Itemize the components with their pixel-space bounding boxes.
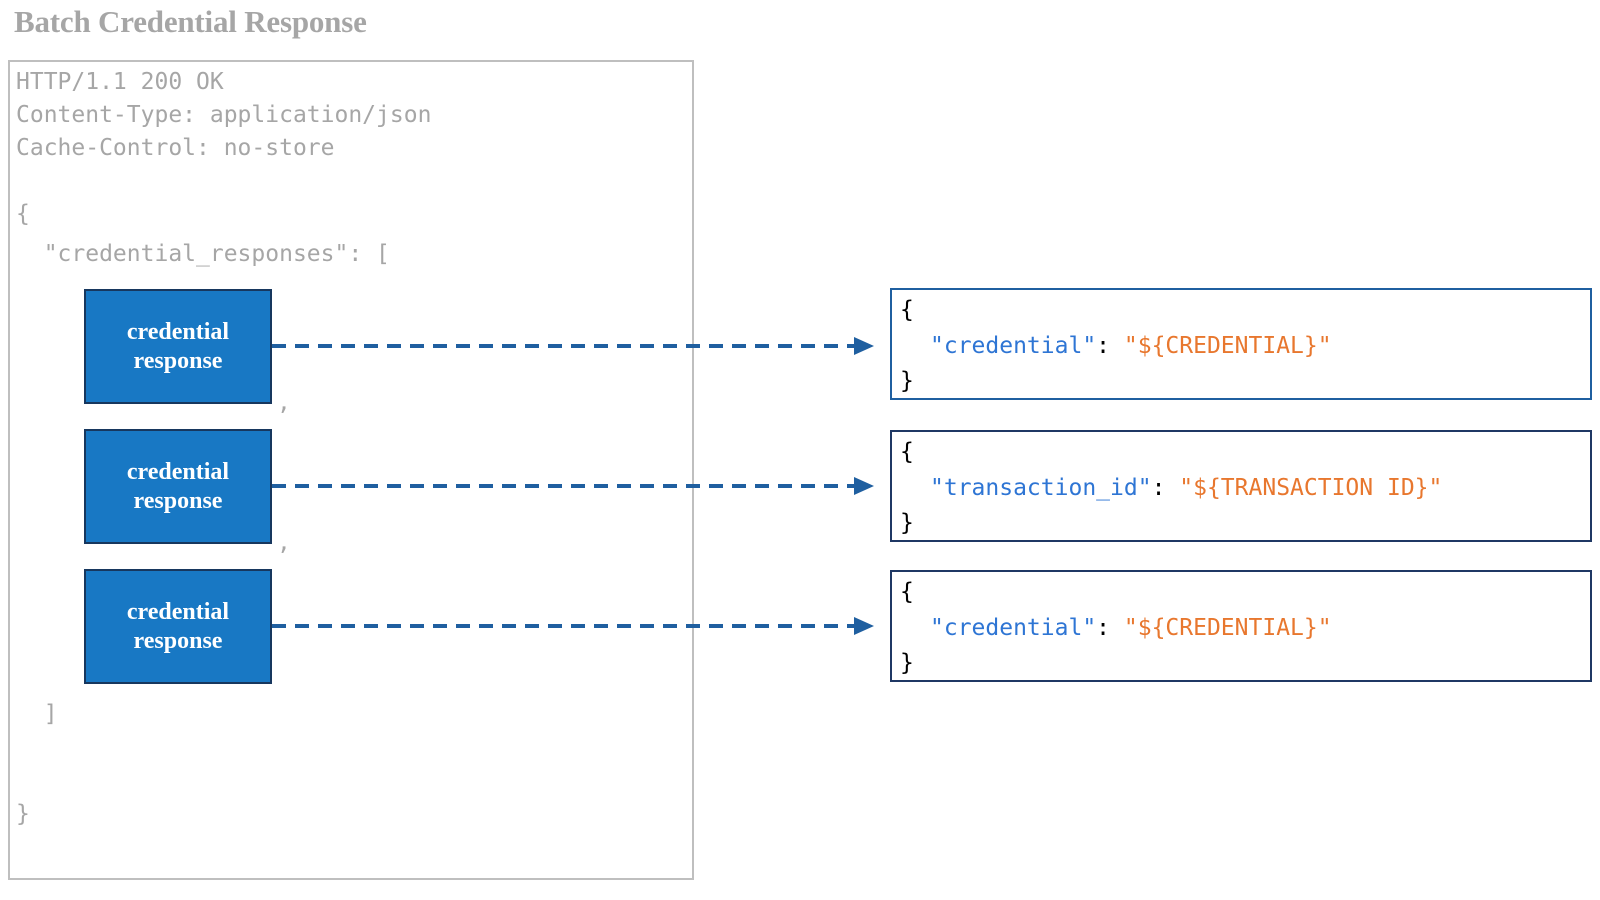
json-close-brace: } bbox=[900, 510, 914, 536]
json-close-brace: } bbox=[900, 368, 914, 394]
credential-response-block-line2: response bbox=[133, 487, 223, 514]
json-value: "${CREDENTIAL}" bbox=[1123, 615, 1332, 641]
json-key-value-pair: "credential": "${CREDENTIAL}" bbox=[930, 335, 1332, 358]
credential-json-box: { "credential": "${CREDENTIAL}" } bbox=[890, 288, 1592, 400]
json-key-value-pair: "credential": "${CREDENTIAL}" bbox=[930, 617, 1332, 640]
json-open-brace: { bbox=[900, 297, 914, 323]
response-header-cache-control: Cache-Control: no-store bbox=[16, 135, 335, 161]
json-key: "credential" bbox=[930, 333, 1097, 359]
json-key: "transaction_id" bbox=[930, 475, 1152, 501]
credential-response-block-line2: response bbox=[133, 347, 223, 374]
credential-response-block-line1: credential bbox=[126, 318, 230, 345]
json-value: "${TRANSACTION ID}" bbox=[1179, 475, 1443, 501]
json-open-brace: { bbox=[900, 579, 914, 605]
connector-arrow-icon bbox=[272, 617, 874, 635]
response-header-content-type: Content-Type: application/json bbox=[16, 102, 432, 128]
credential-responses-array-close: ] bbox=[16, 701, 58, 727]
credential-response-block[interactable]: credential response bbox=[84, 289, 272, 404]
transaction-id-json-box: { "transaction_id": "${TRANSACTION ID}" … bbox=[890, 430, 1592, 542]
credential-responses-array-key: "credential_responses": [ bbox=[16, 241, 390, 267]
page-title: Batch Credential Response bbox=[14, 4, 367, 39]
credential-response-block[interactable]: credential response bbox=[84, 569, 272, 684]
json-body-open-brace: { bbox=[16, 201, 30, 227]
credential-response-block-line2: response bbox=[133, 627, 223, 654]
json-colon: : bbox=[1096, 615, 1124, 641]
json-value: "${CREDENTIAL}" bbox=[1123, 333, 1332, 359]
credential-response-block-line1: credential bbox=[126, 598, 230, 625]
json-colon: : bbox=[1096, 333, 1124, 359]
response-status-line: HTTP/1.1 200 OK bbox=[16, 69, 224, 95]
credential-response-block[interactable]: credential response bbox=[84, 429, 272, 544]
json-open-brace: { bbox=[900, 439, 914, 465]
json-close-brace: } bbox=[900, 650, 914, 676]
json-body-close-brace: } bbox=[16, 801, 30, 827]
json-key-value-pair: "transaction_id": "${TRANSACTION ID}" bbox=[930, 477, 1442, 500]
array-separator-comma: , bbox=[277, 390, 291, 416]
json-key: "credential" bbox=[930, 615, 1097, 641]
array-separator-comma: , bbox=[277, 530, 291, 556]
credential-json-box: { "credential": "${CREDENTIAL}" } bbox=[890, 570, 1592, 682]
credential-response-block-line1: credential bbox=[126, 458, 230, 485]
connector-arrow-icon bbox=[272, 337, 874, 355]
connector-arrow-icon bbox=[272, 477, 874, 495]
json-colon: : bbox=[1151, 475, 1180, 501]
